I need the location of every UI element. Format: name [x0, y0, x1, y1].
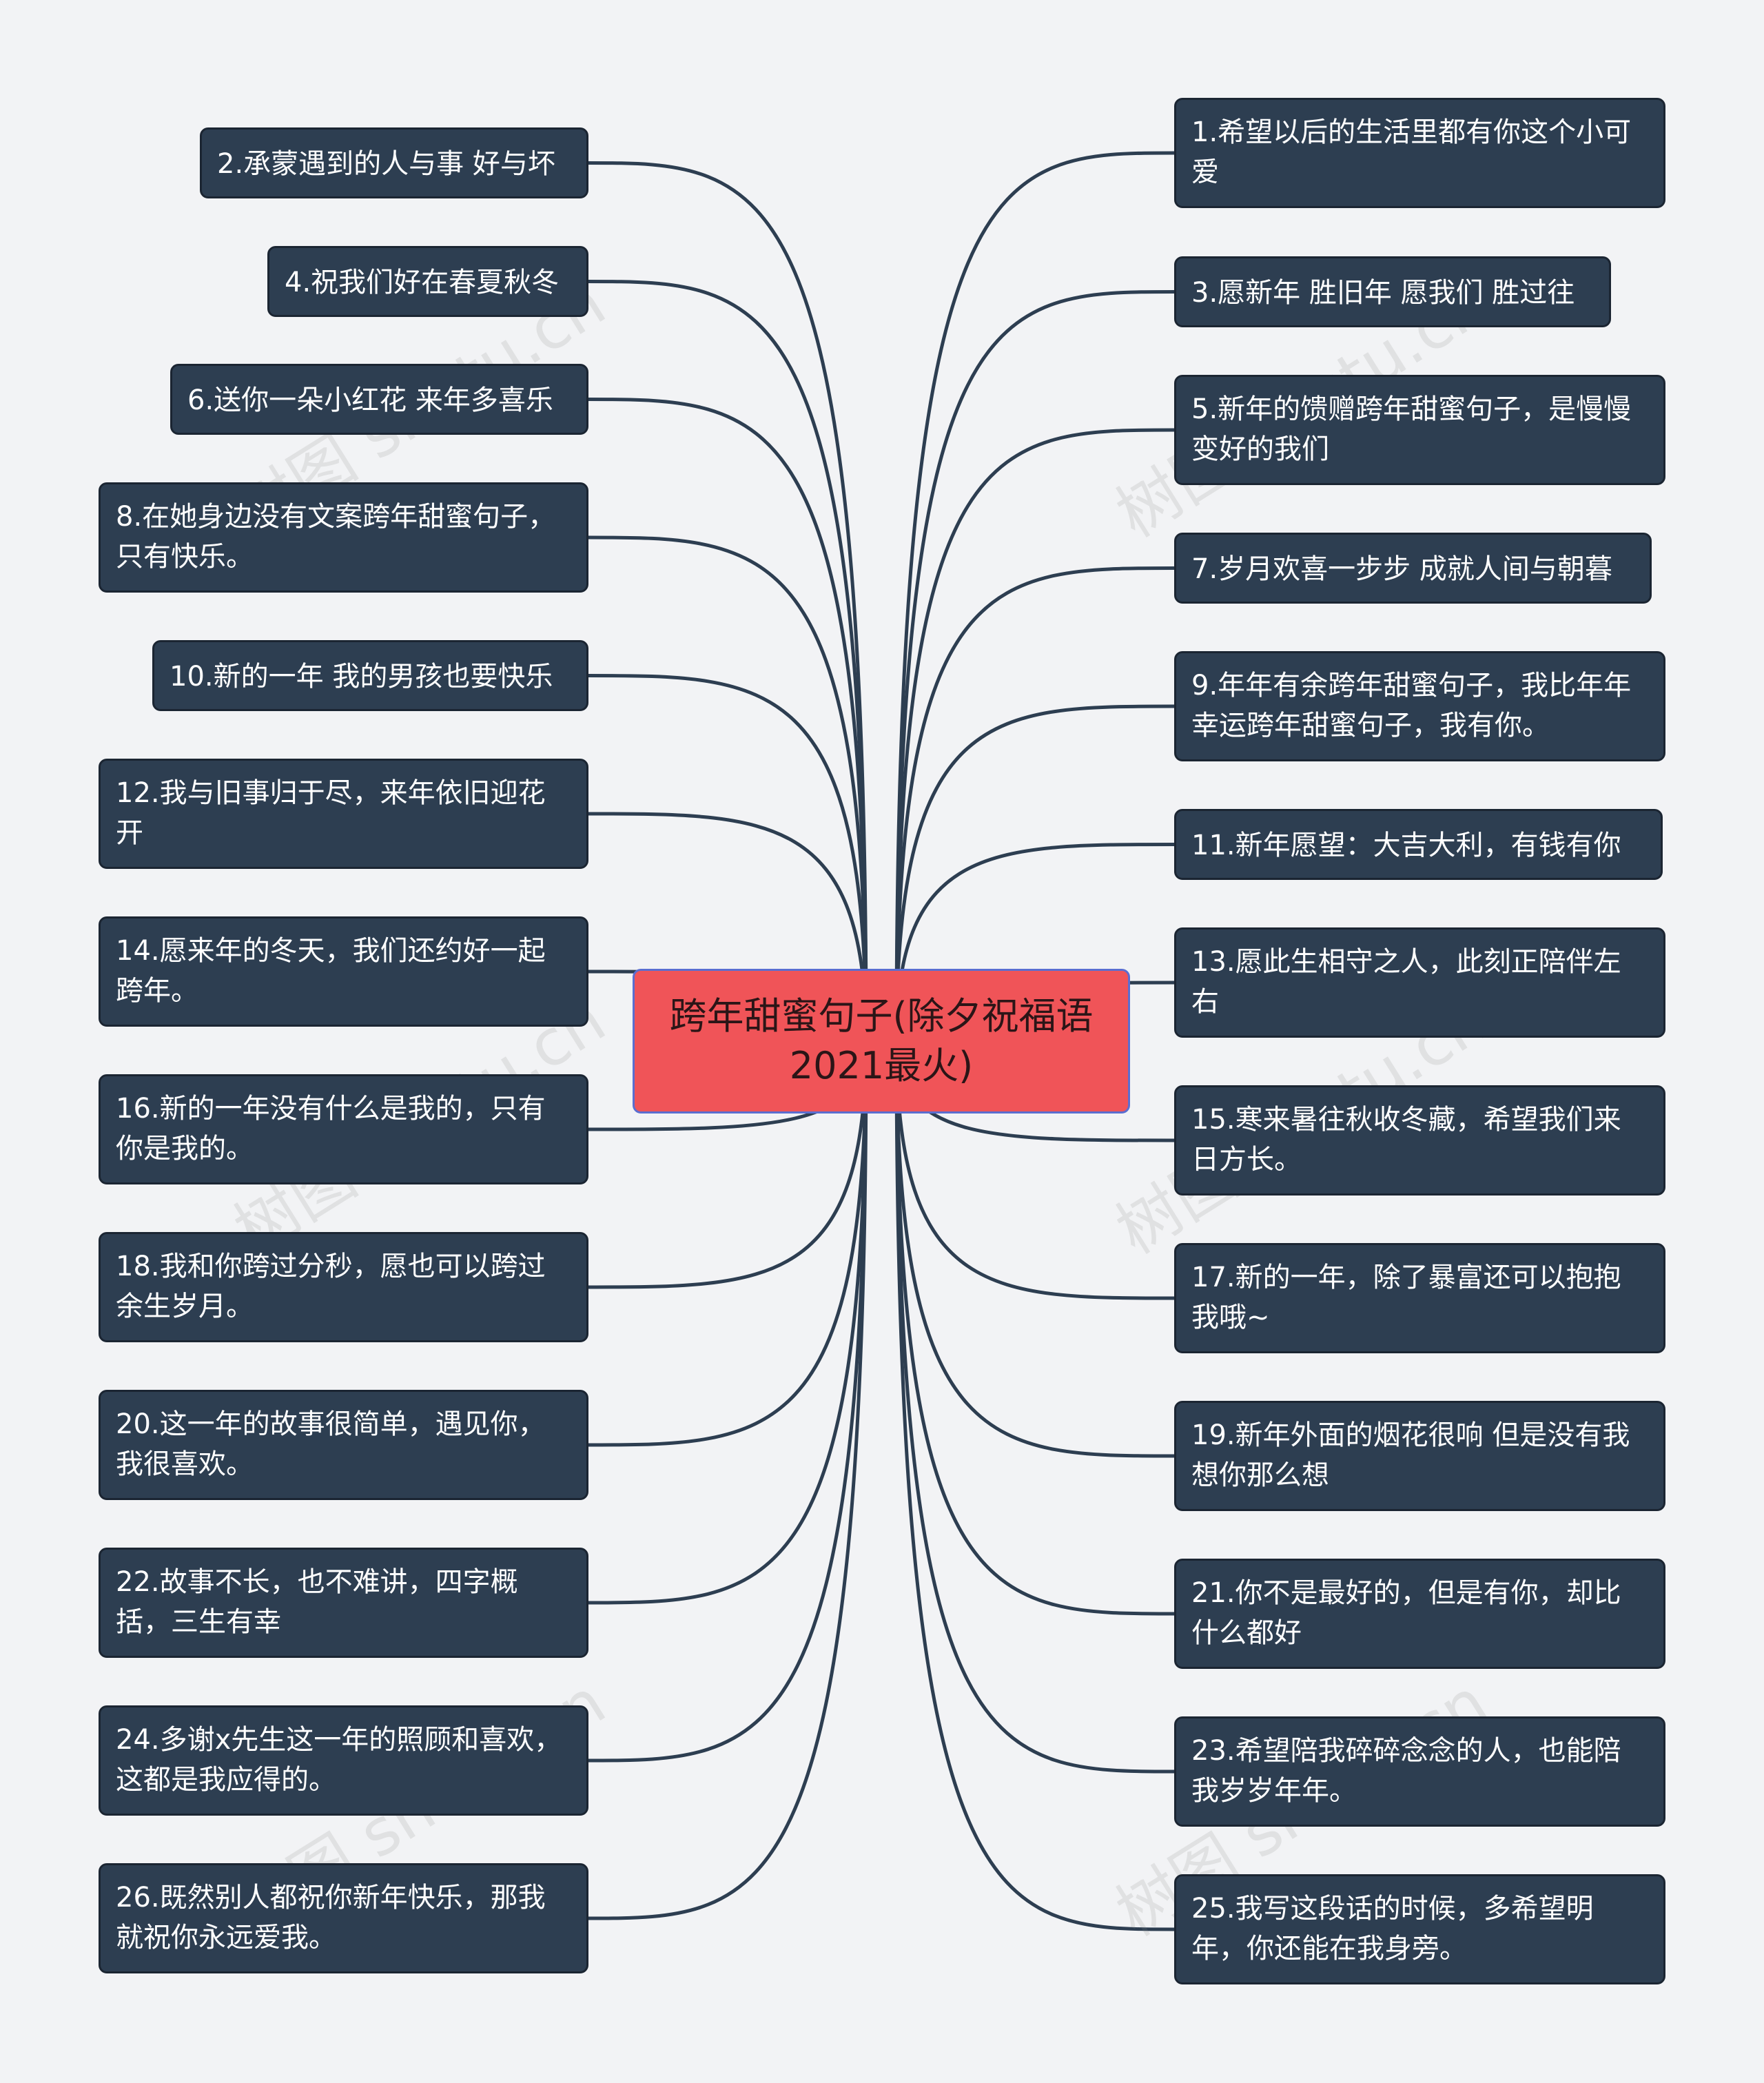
connector-line [588, 674, 868, 1042]
topic-node[interactable]: 22.故事不长，也不难讲，四字概括，三生有幸 [99, 1548, 588, 1658]
topic-label: 1.希望以后的生活里都有你这个小可爱 [1191, 116, 1632, 188]
topic-label: 5.新年的馈赠跨年甜蜜句子，是慢慢变好的我们 [1191, 393, 1632, 465]
root-topic-label: 跨年甜蜜句子(除夕祝福语2021最火) [669, 994, 1094, 1087]
topic-label: 21.你不是最好的，但是有你，却比什么都好 [1191, 1577, 1621, 1649]
topic-node[interactable]: 7.岁月欢喜一步步 成就人间与朝暮 [1174, 533, 1652, 604]
connector-line [894, 1040, 1175, 1774]
topic-node[interactable]: 21.你不是最好的，但是有你，却比什么都好 [1174, 1559, 1665, 1669]
topic-label: 7.岁月欢喜一步步 成就人间与朝暮 [1191, 553, 1612, 585]
topic-label: 14.愿来年的冬天，我们还约好一起跨年。 [116, 935, 546, 1007]
topic-node[interactable]: 2.承蒙遇到的人与事 好与坏 [200, 127, 588, 198]
connector-line [588, 1040, 868, 1605]
topic-label: 20.这一年的故事很简单，遇见你，我很喜欢。 [116, 1408, 546, 1480]
connector-line [894, 1040, 1175, 1458]
topic-node[interactable]: 10.新的一年 我的男孩也要快乐 [152, 640, 588, 711]
topic-label: 23.希望陪我碎碎念念的人，也能陪我岁岁年年。 [1191, 1735, 1621, 1807]
topic-node[interactable]: 13.愿此生相守之人，此刻正陪伴左右 [1174, 927, 1665, 1038]
topic-label: 22.故事不长，也不难讲，四字概括，三生有幸 [116, 1566, 518, 1638]
topic-node[interactable]: 16.新的一年没有什么是我的，只有你是我的。 [99, 1074, 588, 1184]
connector-line [894, 151, 1175, 1042]
topic-node[interactable]: 18.我和你跨过分秒，愿也可以跨过余生岁月。 [99, 1232, 588, 1342]
connector-line [588, 1040, 868, 1289]
connector-line [588, 535, 868, 1042]
connector-line [894, 1040, 1175, 1931]
connector-line [588, 1040, 868, 1920]
topic-node[interactable]: 26.既然别人都祝你新年快乐，那我就祝你永远爱我。 [99, 1863, 588, 1973]
topic-node[interactable]: 8.在她身边没有文案跨年甜蜜句子，只有快乐。 [99, 482, 588, 593]
topic-node[interactable]: 20.这一年的故事很简单，遇见你，我很喜欢。 [99, 1390, 588, 1500]
connector-line [588, 1040, 868, 1763]
topic-node[interactable]: 15.寒来暑往秋收冬藏，希望我们来日方长。 [1174, 1085, 1665, 1196]
connector-line [588, 398, 868, 1042]
topic-node[interactable]: 17.新的一年，除了暴富还可以抱抱我哦~ [1174, 1243, 1665, 1353]
connector-line [894, 1040, 1175, 1300]
connector-line [894, 843, 1175, 1042]
topic-label: 8.在她身边没有文案跨年甜蜜句子，只有快乐。 [116, 501, 556, 573]
topic-label: 18.我和你跨过分秒，愿也可以跨过余生岁月。 [116, 1251, 546, 1322]
root-topic[interactable]: 跨年甜蜜句子(除夕祝福语2021最火) [633, 969, 1130, 1114]
topic-label: 25.我写这段话的时候，多希望明年，你还能在我身旁。 [1191, 1893, 1594, 1964]
topic-label: 16.新的一年没有什么是我的，只有你是我的。 [116, 1093, 546, 1164]
topic-label: 9.年年有余跨年甜蜜句子，我比年年幸运跨年甜蜜句子，我有你。 [1191, 670, 1632, 741]
topic-label: 26.既然别人都祝你新年快乐，那我就祝你永远爱我。 [116, 1882, 546, 1953]
connector-line [894, 428, 1175, 1042]
topic-node[interactable]: 4.祝我们好在春夏秋冬 [267, 246, 588, 317]
connector-line [894, 1040, 1175, 1616]
topic-node[interactable]: 14.愿来年的冬天，我们还约好一起跨年。 [99, 916, 588, 1027]
topic-node[interactable]: 5.新年的馈赠跨年甜蜜句子，是慢慢变好的我们 [1174, 375, 1665, 485]
topic-label: 6.送你一朵小红花 来年多喜乐 [187, 384, 553, 416]
topic-node[interactable]: 3.愿新年 胜旧年 愿我们 胜过往 [1174, 256, 1611, 327]
topic-label: 19.新年外面的烟花很响 但是没有我想你那么想 [1191, 1419, 1630, 1491]
topic-node[interactable]: 1.希望以后的生活里都有你这个小可爱 [1174, 98, 1665, 208]
topic-label: 24.多谢x先生这一年的照顾和喜欢，这都是我应得的。 [116, 1724, 562, 1796]
connector-line [588, 1040, 868, 1447]
topic-label: 2.承蒙遇到的人与事 好与坏 [217, 148, 555, 180]
topic-label: 17.新的一年，除了暴富还可以抱抱我哦~ [1191, 1262, 1621, 1333]
connector-line [588, 161, 868, 1042]
topic-label: 3.愿新年 胜旧年 愿我们 胜过往 [1191, 277, 1575, 309]
topic-label: 11.新年愿望：大吉大利，有钱有你 [1191, 830, 1621, 861]
topic-label: 15.寒来暑往秋收冬藏，希望我们来日方长。 [1191, 1104, 1621, 1176]
connector-line [894, 290, 1175, 1042]
connector-line [894, 704, 1175, 1042]
topic-label: 10.新的一年 我的男孩也要快乐 [170, 661, 553, 692]
topic-node[interactable]: 19.新年外面的烟花很响 但是没有我想你那么想 [1174, 1401, 1665, 1511]
topic-node[interactable]: 25.我写这段话的时候，多希望明年，你还能在我身旁。 [1174, 1874, 1665, 1984]
topic-label: 13.愿此生相守之人，此刻正陪伴左右 [1191, 946, 1621, 1018]
topic-node[interactable]: 12.我与旧事归于尽，来年依旧迎花开 [99, 759, 588, 869]
topic-label: 4.祝我们好在春夏秋冬 [285, 267, 560, 298]
topic-node[interactable]: 11.新年愿望：大吉大利，有钱有你 [1174, 809, 1663, 880]
topic-node[interactable]: 6.送你一朵小红花 来年多喜乐 [170, 364, 588, 435]
topic-label: 12.我与旧事归于尽，来年依旧迎花开 [116, 777, 546, 849]
connector-line [588, 812, 868, 1042]
topic-node[interactable]: 9.年年有余跨年甜蜜句子，我比年年幸运跨年甜蜜句子，我有你。 [1174, 651, 1665, 761]
connector-line [894, 566, 1175, 1042]
connector-line [588, 280, 868, 1042]
topic-node[interactable]: 24.多谢x先生这一年的照顾和喜欢，这都是我应得的。 [99, 1705, 588, 1816]
topic-node[interactable]: 23.希望陪我碎碎念念的人，也能陪我岁岁年年。 [1174, 1716, 1665, 1827]
